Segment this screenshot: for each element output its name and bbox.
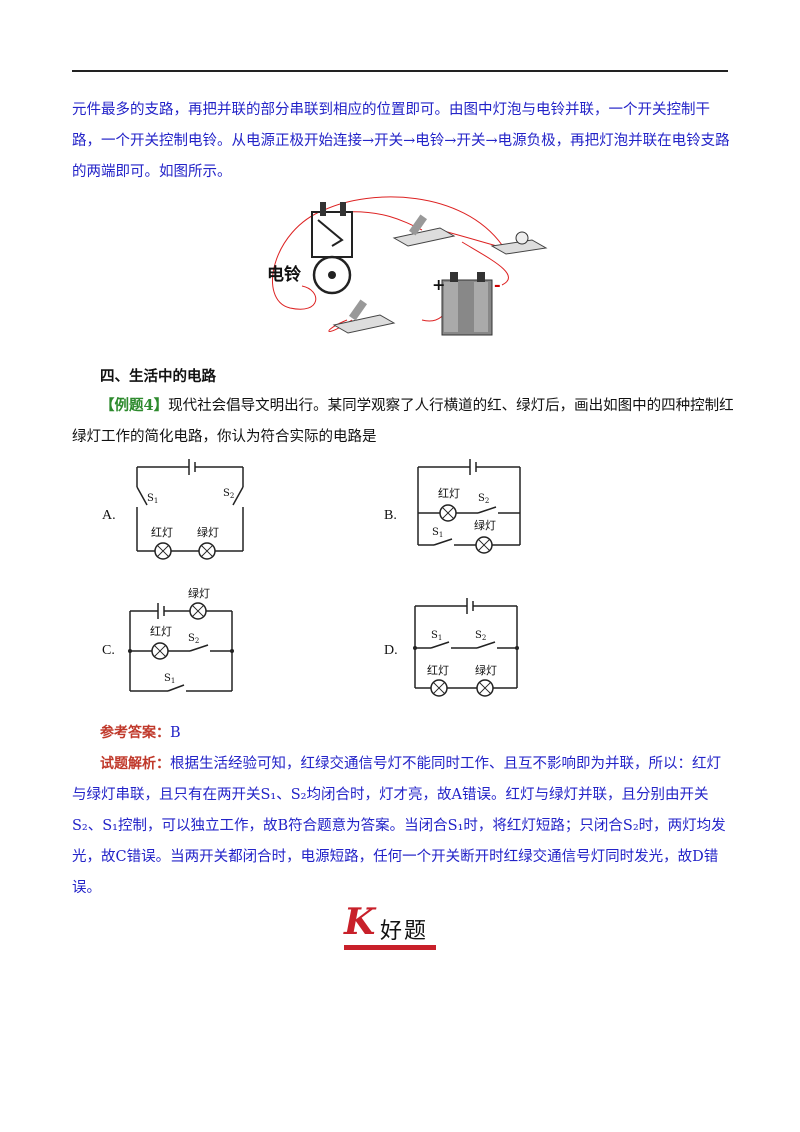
option-a-label: A. [102,508,116,523]
question-text: 【例题4】现代社会倡导文明出行。某同学观察了人行横道的红、绿灯后，画出如图中的四… [72,390,734,453]
red-lamp-c [151,642,169,660]
green-lamp-c [189,602,207,620]
knife-switch-bottom [332,299,396,334]
green-label-c: 绿灯 [188,586,210,600]
answer-line: 参考答案：B [100,722,181,742]
option-c-label: C. [102,643,115,658]
bell-device: 电铃 [267,202,353,295]
circuit-c: 绿灯 红灯 S2 S1 [128,586,234,692]
red-lamp-a [154,542,172,560]
explanation-body: 根据生活经验可知，红绿交通信号灯不能同时工作、且互不影响即为并联，所以：红灯与绿… [72,756,726,896]
intro-paragraph: 元件最多的支路，再把并联的部分串联到相应的位置即可。由图中灯泡与电铃并联，一个开… [72,102,730,180]
explanation-label: 试题解析： [100,756,170,772]
section-title: 四、生活中的电路 [100,369,216,385]
knife-switch-top [392,214,456,247]
good-question-logo: K 好题 [344,901,440,955]
red-label-b: 红灯 [438,487,460,500]
bell-label: 电铃 [267,264,301,285]
circuit-d: 红灯 绿灯 S1 S2 [413,598,519,697]
s2-label-d: S2 [475,630,486,642]
s2-label-c: S2 [188,633,199,645]
s1-label-b: S1 [432,527,443,539]
circuit-a: 红灯 绿灯 S1 S2 [136,459,244,560]
green-lamp-a [198,542,216,560]
option-d-label: D. [384,643,398,658]
header-rule [72,70,728,72]
logo-letter: K [344,901,376,943]
s1-label-a: S1 [147,493,158,505]
red-label-c: 红灯 [150,625,172,638]
green-label-b: 绿灯 [474,518,496,532]
red-lamp-d [430,679,448,697]
circuit-b: 红灯 绿灯 S2 S1 [417,459,521,554]
red-label-d: 红灯 [427,664,449,677]
green-lamp-b [475,536,493,554]
physical-circuit-figure: 电铃 + - [267,196,548,336]
option-b-label: B. [384,508,397,523]
battery-minus: - [494,275,501,294]
green-label-d: 绿灯 [475,663,497,677]
question-tag: 【例题4】 [100,397,169,414]
s2-label-b: S2 [478,493,489,505]
logo-underline [344,945,436,950]
red-label-a: 红灯 [151,526,173,539]
s1-label-c: S1 [164,673,175,685]
green-label-a: 绿灯 [197,525,219,539]
green-lamp-d [476,679,494,697]
question-body: 现代社会倡导文明出行。某同学观察了人行横道的红、绿灯后，画出如图中的四种控制红绿… [72,398,734,445]
lamp-device [490,231,548,255]
logo-text: 好题 [380,919,429,944]
red-lamp-b [439,504,457,522]
answer-label: 参考答案： [100,725,170,741]
s2-label-a: S2 [223,488,234,500]
explanation-paragraph: 试题解析：根据生活经验可知，红绿交通信号灯不能同时工作、且互不影响即为并联，所以… [72,749,734,904]
battery-plus: + [432,275,445,294]
s1-label-d: S1 [431,630,442,642]
battery-device: + - [432,272,501,336]
answer-value: B [170,725,181,741]
